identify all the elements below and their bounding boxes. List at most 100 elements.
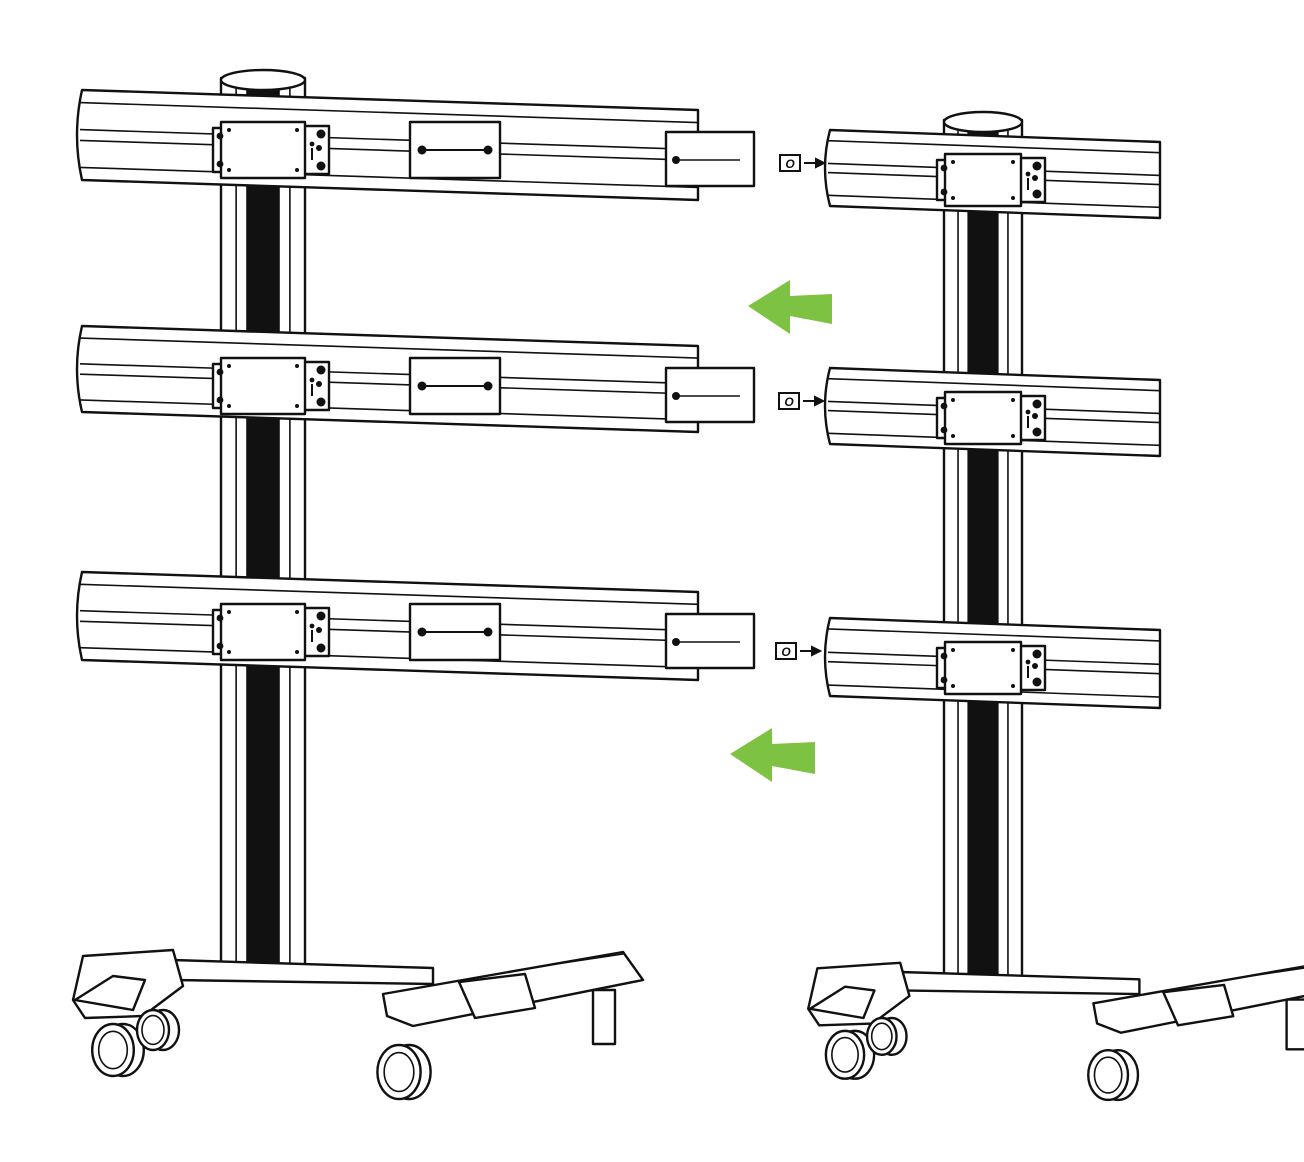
bolt (1032, 649, 1042, 659)
rail-groove (79, 609, 699, 632)
rail-groove (79, 139, 699, 162)
rail-groove (827, 377, 1161, 392)
base-leg-edge (1240, 967, 1304, 979)
bolt (1032, 427, 1042, 437)
bolt (1011, 160, 1015, 164)
extension-plate (664, 612, 756, 670)
bolt (1032, 413, 1038, 419)
base-rear-stop (1285, 998, 1304, 1051)
bolt (940, 426, 948, 434)
base-rear-stop (591, 988, 617, 1046)
base-left-cap (808, 985, 876, 1020)
bolt (227, 404, 231, 408)
bolt (216, 160, 224, 168)
bolt (1032, 677, 1042, 687)
wheel-hub (831, 1036, 859, 1073)
bolt (227, 128, 231, 132)
main-rail (75, 88, 700, 202)
bolt (216, 642, 224, 650)
part-label-row-2: O (778, 392, 826, 410)
bolt (316, 365, 326, 375)
clamp-plate (943, 390, 1023, 446)
cart-base (71, 948, 645, 1101)
part-label-text: O (784, 395, 794, 409)
collapsed-cart-assembly (807, 110, 1304, 1102)
bolt (316, 161, 326, 171)
extension-plate (664, 366, 756, 424)
base-right-band (457, 972, 537, 1020)
bolt (483, 627, 493, 637)
bolt (295, 650, 299, 654)
base-crossbar (171, 958, 435, 986)
base-right-band (1162, 983, 1235, 1027)
pole-slot (967, 132, 999, 983)
bolt (309, 141, 315, 147)
bolt (672, 156, 680, 164)
rail-groove (827, 628, 1161, 642)
bolt (316, 381, 322, 387)
bolt (951, 160, 955, 164)
rail-groove (79, 337, 699, 359)
bolt (417, 627, 427, 637)
direction-arrows (730, 280, 832, 782)
bolt (216, 614, 224, 622)
bolt (951, 398, 955, 402)
bolt (951, 648, 955, 652)
rail-groove (79, 373, 699, 395)
bolt (316, 145, 322, 151)
caster-wheel-rear (865, 1016, 908, 1056)
bolt (672, 638, 680, 646)
rail-groove (79, 583, 699, 606)
bolt (227, 168, 231, 172)
bolt (1032, 399, 1042, 409)
bolt (227, 650, 231, 654)
bolt (417, 145, 427, 155)
pole-clamp (211, 120, 331, 180)
clamp-plate (219, 356, 307, 416)
bolt (227, 364, 231, 368)
pole-slot (246, 90, 280, 973)
wheel-hub (141, 1014, 165, 1046)
extended-cart-assembly (71, 68, 756, 1101)
bolt (1025, 171, 1031, 177)
clamp-plate (943, 152, 1023, 208)
bolt (1011, 398, 1015, 402)
bolt (316, 611, 326, 621)
pointer-arrow-icon (803, 395, 826, 407)
bolt (316, 397, 326, 407)
bolt (940, 402, 948, 410)
caster-wheel-front (1087, 1049, 1140, 1102)
bolt (295, 168, 299, 172)
upright-pole (219, 68, 307, 977)
bolt (483, 145, 493, 155)
pole-clamp (935, 640, 1047, 696)
pole-clamp (211, 356, 331, 416)
part-label-text: O (785, 157, 795, 171)
bolt (316, 129, 326, 139)
extension-plate (664, 130, 756, 188)
crossbar-row-1 (823, 128, 1162, 220)
part-label-row-3: O (775, 642, 823, 660)
bolt (951, 684, 955, 688)
caster-wheel-left (824, 1029, 876, 1080)
clamp-plate (943, 640, 1023, 696)
bolt (295, 610, 299, 614)
crossbar-row-2 (823, 366, 1162, 458)
cart-base (807, 961, 1304, 1102)
bolt (216, 368, 224, 376)
caster-wheel-left (90, 1022, 145, 1078)
bolt (1032, 189, 1042, 199)
pole-cap (219, 68, 307, 92)
bolt (295, 364, 299, 368)
rail-groove (79, 620, 699, 643)
clamp-plate (219, 602, 307, 662)
bolt (295, 128, 299, 132)
rail-groove (79, 128, 699, 151)
bolt (316, 643, 326, 653)
pointer-arrow-icon (804, 157, 827, 169)
caster-wheel-rear (135, 1008, 181, 1052)
bolt (1032, 161, 1042, 171)
pole-clamp (935, 152, 1047, 208)
bolt (940, 652, 948, 660)
bolt (309, 377, 315, 383)
